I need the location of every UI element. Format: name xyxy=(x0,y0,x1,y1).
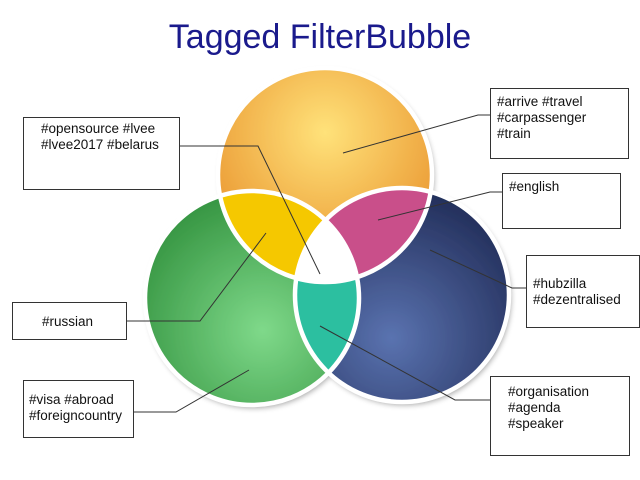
leader-top-left xyxy=(127,232,267,322)
circle-left-outline xyxy=(142,188,362,408)
label-text: #agenda xyxy=(508,400,561,415)
label-text: #arrive #travel xyxy=(497,94,583,109)
diagram-title: Tagged FilterBubble xyxy=(168,18,472,56)
label-text: #train xyxy=(497,126,531,141)
label-text: #foreigncountry xyxy=(29,408,123,423)
circle-right-outline xyxy=(292,185,512,405)
label-box-top-left: #russian xyxy=(12,302,127,340)
label-text: #hubzilla xyxy=(533,276,587,291)
label-text: #lvee2017 #belarus xyxy=(41,137,159,152)
leader-left xyxy=(134,369,250,413)
label-box-top: #arrive #travel #carpassenger #train xyxy=(490,88,629,159)
leader-right xyxy=(429,249,526,289)
label-text: #speaker xyxy=(508,416,564,431)
label-box-center: #opensource #lvee #lvee2017 #belarus xyxy=(23,117,180,190)
label-box-right: #hubzilla #dezentralised xyxy=(526,255,640,328)
circle-top-outline xyxy=(215,65,435,285)
label-text: #russian xyxy=(42,314,94,329)
label-box-left-right: #organisation #agenda #speaker xyxy=(490,376,630,456)
leader-left-right xyxy=(319,325,490,401)
overlap-top-right xyxy=(295,188,432,282)
leader-center xyxy=(180,145,321,275)
label-text: #carpassenger xyxy=(497,110,587,125)
leader-top xyxy=(342,114,490,154)
leader-top-right xyxy=(377,191,502,221)
label-text: #opensource #lvee xyxy=(41,121,156,136)
label-box-left: #visa #abroad #foreigncountry xyxy=(23,380,134,438)
label-text: #dezentralised xyxy=(533,292,621,307)
label-box-top-right: #english xyxy=(502,173,621,229)
label-text: #visa #abroad xyxy=(29,392,114,407)
label-text: #organisation xyxy=(508,384,590,399)
label-text: #english xyxy=(509,179,560,194)
